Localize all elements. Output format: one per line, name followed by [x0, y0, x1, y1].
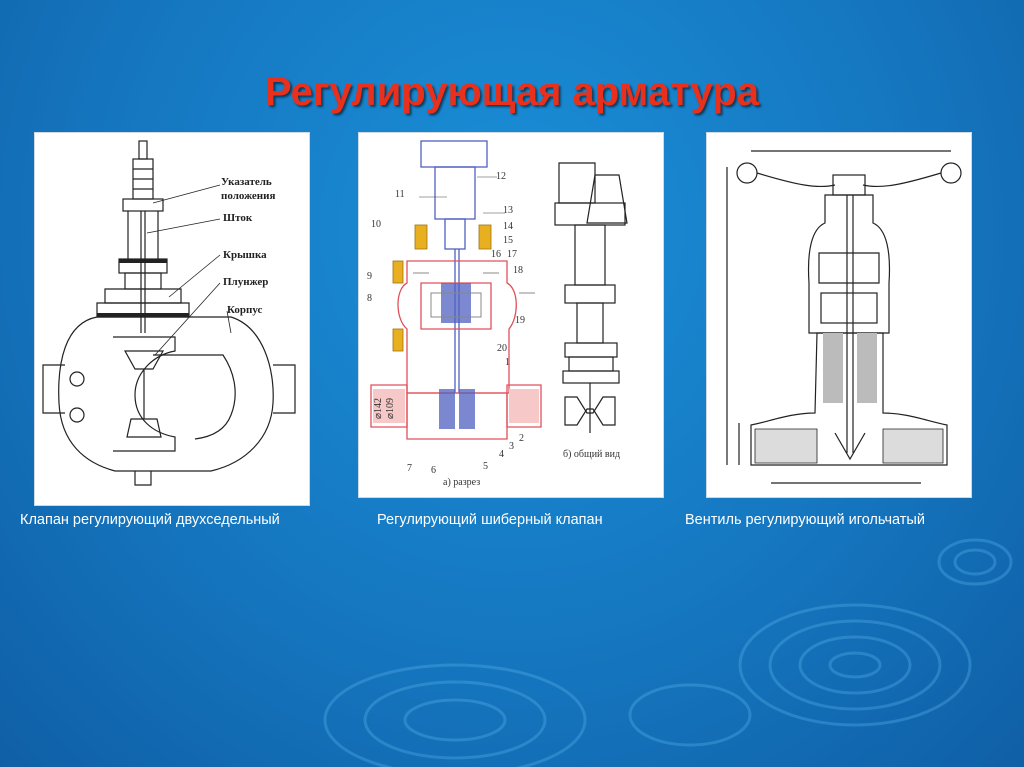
part-11: 11: [395, 189, 405, 200]
needle-valve-svg: [726, 150, 962, 484]
part-4: 4: [499, 449, 504, 460]
part-19: 19: [515, 315, 525, 326]
label-indicator: Указатель: [221, 176, 272, 188]
slide-title: Регулирующая арматура: [264, 70, 759, 114]
part-10: 10: [371, 219, 381, 230]
part-1: 1: [505, 357, 510, 368]
part-18: 18: [513, 265, 523, 276]
label-cover: Крышка: [223, 249, 267, 261]
part-8: 8: [367, 293, 372, 304]
double-seat-valve-drawing: Указатель положения Шток Крышка Плунжер …: [34, 132, 310, 506]
part-12: 12: [496, 171, 506, 182]
label-stem: Шток: [223, 212, 253, 224]
sub-label-section: а) разрез: [443, 477, 480, 488]
double-seat-valve-svg: Указатель положения Шток Крышка Плунжер …: [42, 140, 296, 486]
label-plunger: Плунжер: [223, 276, 268, 288]
part-13: 13: [503, 205, 513, 216]
part-5: 5: [483, 461, 488, 472]
caption-gate-valve: Регулирующий шиберный клапан: [377, 512, 603, 528]
needle-valve-drawing: [706, 132, 972, 498]
part-2: 2: [519, 433, 524, 444]
part-20: 20: [497, 343, 507, 354]
dim-109: ⌀109: [385, 398, 396, 419]
part-7: 7: [407, 463, 412, 474]
part-9: 9: [367, 271, 372, 282]
dim-142: ⌀142: [373, 398, 384, 419]
part-17: 17: [507, 249, 517, 260]
caption-needle-valve: Вентиль регулирующий игольчатый: [685, 512, 925, 528]
part-6: 6: [431, 465, 436, 476]
label-position: положения: [221, 190, 275, 202]
gate-valve-svg: 12 11 13 14 15 10 16 17 18 9 8 19 20 1 2…: [367, 140, 628, 488]
part-15: 15: [503, 235, 513, 246]
part-3: 3: [509, 441, 514, 452]
caption-double-seat-valve: Клапан регулирующий двухседельный: [20, 512, 280, 528]
part-14: 14: [503, 221, 513, 232]
label-body: Корпус: [227, 304, 263, 316]
gate-valve-drawing: 12 11 13 14 15 10 16 17 18 9 8 19 20 1 2…: [358, 132, 664, 498]
part-16: 16: [491, 249, 501, 260]
sub-label-general-view: б) общий вид: [563, 449, 620, 460]
